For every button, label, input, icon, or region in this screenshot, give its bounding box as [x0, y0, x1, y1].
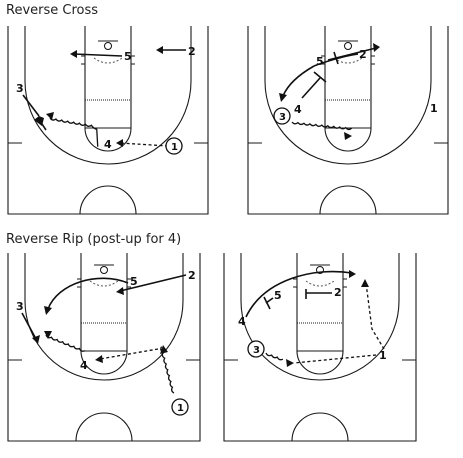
cut-arrow-5 [73, 53, 123, 57]
cut-arrow-4 [245, 270, 353, 318]
svg-text:2: 2 [359, 48, 367, 61]
arrowhead [44, 306, 52, 315]
arrowhead [160, 345, 168, 354]
player-5: 5 [124, 50, 132, 63]
svg-text:5: 5 [130, 275, 138, 288]
dribble-path-4 [49, 117, 99, 147]
cut-arrow-4 [282, 65, 315, 97]
player-1: 1 [430, 102, 438, 115]
player-1: 1 [379, 349, 387, 362]
arrowhead [344, 132, 352, 140]
court-diagram-3: 5 2 3 4 1 [7, 253, 201, 442]
player-4: 4 [294, 103, 302, 116]
svg-text:3: 3 [279, 112, 286, 123]
arrowhead [95, 355, 103, 363]
section-title-reverse-cross: Reverse Cross [6, 3, 99, 18]
player-5: 5 [316, 55, 324, 68]
arrowhead [44, 331, 52, 339]
arrowhead [279, 93, 287, 102]
svg-text:1: 1 [430, 102, 438, 115]
svg-text:3: 3 [16, 82, 24, 95]
court-lines [247, 26, 449, 215]
player-2: 2 [334, 286, 342, 299]
pass-line-1 [119, 142, 169, 147]
arrowhead [156, 46, 163, 54]
svg-text:1: 1 [171, 142, 178, 153]
svg-text:4: 4 [80, 359, 88, 372]
svg-text:1: 1 [177, 403, 184, 414]
player-3: 3 [16, 300, 24, 313]
court-diagram-4: 5 2 4 3 1 [223, 253, 417, 442]
cut-arrow-3 [21, 312, 37, 340]
pass-line-1 [99, 348, 159, 360]
arrowhead [116, 139, 123, 147]
court-lines [7, 253, 201, 442]
player-2: 2 [188, 45, 196, 58]
arrowhead [286, 359, 294, 367]
section-title-reverse-rip: Reverse Rip (post-up for 4) [6, 232, 182, 247]
svg-text:3: 3 [16, 300, 24, 313]
svg-text:2: 2 [188, 269, 196, 282]
screen-mark [37, 117, 47, 131]
svg-text:4: 4 [238, 315, 246, 328]
svg-text:1: 1 [379, 349, 387, 362]
player-1-ball: 1 [171, 398, 189, 416]
dribble-path-3 [265, 352, 284, 361]
player-3-ball: 3 [247, 340, 265, 358]
basket [89, 264, 119, 287]
court-lines [223, 253, 417, 442]
basket [305, 264, 335, 287]
player-4: 4 [238, 315, 246, 328]
svg-text:2: 2 [334, 286, 342, 299]
arrowhead [70, 50, 77, 58]
court-lines [7, 26, 209, 215]
screen-mark [313, 71, 327, 83]
player-4: 4 [104, 138, 112, 151]
player-5: 5 [130, 275, 138, 288]
arrowhead [373, 43, 380, 52]
arrowhead [46, 112, 54, 120]
player-2: 2 [188, 269, 196, 282]
cut-arrow-3 [22, 94, 40, 117]
player-3: 3 [16, 82, 24, 95]
dribble-path-3 [291, 121, 353, 131]
basket [93, 40, 123, 64]
svg-text:5: 5 [316, 55, 324, 68]
cut-arrow-2 [119, 274, 187, 292]
arrowhead [116, 287, 124, 295]
svg-text:2: 2 [188, 45, 196, 58]
svg-text:4: 4 [104, 138, 112, 151]
court-diagram-1: 5 2 3 4 1 [7, 26, 209, 215]
dribble-path-1 [160, 346, 175, 394]
cut-arrow-2 [313, 53, 359, 67]
basket [333, 40, 363, 64]
dribble-path-4 [45, 334, 86, 352]
player-4: 4 [80, 359, 88, 372]
pass-line-1 [293, 354, 377, 364]
player-5: 5 [274, 289, 282, 302]
svg-text:3: 3 [253, 345, 260, 356]
screen-mark [333, 51, 339, 65]
player-2: 2 [359, 48, 367, 61]
svg-text:5: 5 [274, 289, 282, 302]
svg-text:4: 4 [294, 103, 302, 116]
player-3-ball: 3 [273, 107, 291, 125]
cut-arrow-5 [47, 277, 129, 310]
court-diagram-2: 5 2 4 3 1 [247, 26, 449, 215]
arrowhead [349, 270, 356, 278]
player-1-ball: 1 [165, 137, 183, 155]
screen-path [265, 297, 274, 304]
cut-line-1 [365, 282, 385, 350]
arrowhead [32, 335, 40, 344]
arrowhead [361, 279, 369, 287]
svg-text:5: 5 [124, 50, 132, 63]
screen-path [301, 77, 321, 99]
